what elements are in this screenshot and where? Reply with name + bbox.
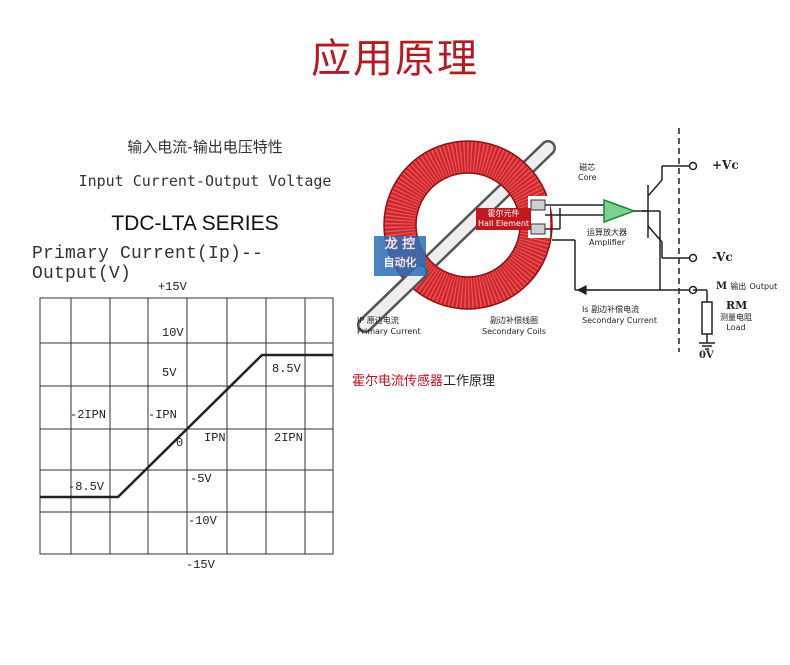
load-resistor <box>693 289 715 350</box>
label-p2ipn: 2IPN <box>274 431 303 445</box>
chart-title-en: Input Current-Output Voltage <box>78 172 332 190</box>
label-ipn: IPN <box>204 431 226 445</box>
label-minus85: -8.5V <box>68 480 105 494</box>
watermark-logo: 龙 控 自动化 <box>374 236 426 276</box>
output-curve <box>40 353 333 499</box>
label-zero: 0 <box>176 436 184 450</box>
label-m2ipn: -2IPN <box>70 408 107 422</box>
label-minus15: -15V <box>186 558 215 572</box>
output-label: M 输出 Output <box>716 281 778 292</box>
hall-element <box>530 199 546 211</box>
chart-grid <box>39 297 334 555</box>
rm-label: RM <box>726 299 748 312</box>
page-title: 应用原理 <box>311 36 479 82</box>
zero-v-label: 0V <box>699 350 714 361</box>
label-minus5: -5V <box>190 472 212 486</box>
output-stage <box>552 165 693 291</box>
label-plus85: 8.5V <box>272 362 301 376</box>
label-minus10: -10V <box>188 514 217 528</box>
plus-vc-label: +Vc <box>712 158 739 172</box>
amplifier-symbol <box>603 198 637 224</box>
series-name: TDC-LTA SERIES <box>111 212 279 235</box>
diagram-caption: 霍尔电流传感器工作原理 <box>352 374 496 389</box>
label-plus5: 5V <box>162 366 177 380</box>
label-mipn: -IPN <box>148 408 177 422</box>
label-plus10: 10V <box>162 326 184 340</box>
chart-title-cn: 输入电流-输出电压特性 <box>127 138 283 156</box>
axis-title: Primary Current(Ip)--Output(V) <box>32 244 264 284</box>
label-plus15: +15V <box>158 280 187 294</box>
minus-vc-label: -Vc <box>712 250 733 264</box>
